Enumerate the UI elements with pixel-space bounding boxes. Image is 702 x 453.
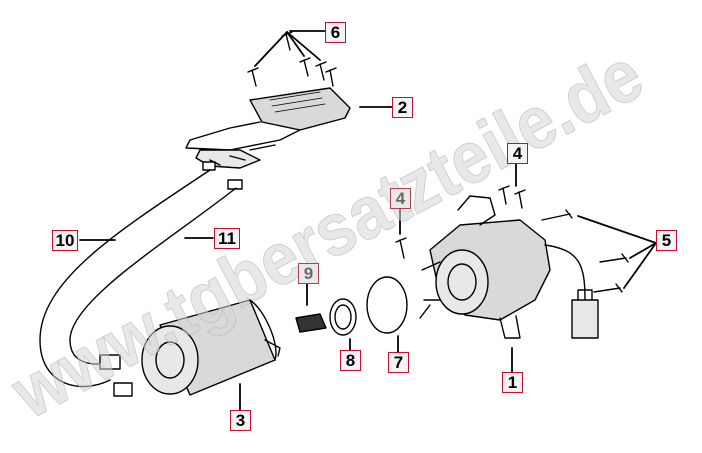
callout-9: 9: [298, 263, 319, 284]
cable-10-part: [39, 169, 211, 388]
cable-11-part: [69, 187, 237, 365]
callout-2: 2: [392, 97, 413, 118]
callout-7: 7: [388, 352, 409, 373]
leader-lines: [79, 30, 657, 411]
washer-8-part: [329, 298, 357, 336]
bolts-4-part: [395, 185, 526, 259]
callout-8: 8: [340, 350, 361, 371]
callout-6: 6: [325, 22, 346, 43]
callout-4-right: 4: [507, 143, 528, 164]
ecu-module-part: [185, 87, 351, 190]
callout-11: 11: [214, 228, 240, 249]
callout-3: 3: [230, 410, 251, 431]
callout-1: 1: [502, 372, 523, 393]
motor-part: [141, 299, 281, 396]
o-ring-7-part: [366, 276, 408, 334]
callout-4-left: 4: [390, 188, 411, 209]
callout-5: 5: [656, 230, 677, 251]
gearbox-housing-part: [419, 195, 551, 339]
pad-9-part: [295, 313, 327, 333]
callout-10: 10: [52, 230, 78, 251]
screws-5-part: [541, 209, 629, 339]
